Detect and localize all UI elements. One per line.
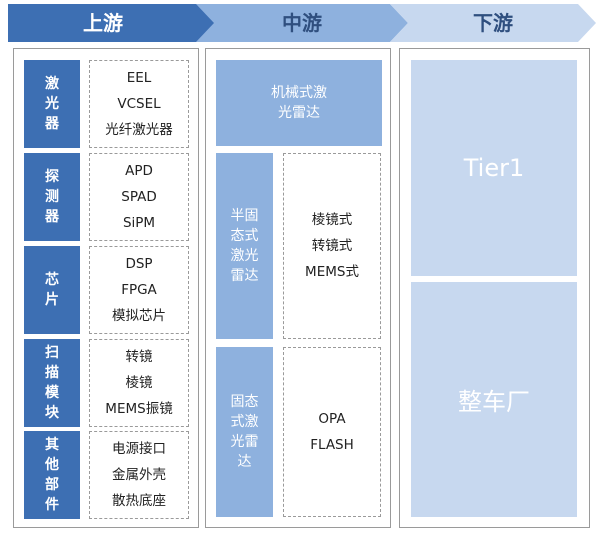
- tier1-box: Tier1: [411, 60, 577, 276]
- solid-item: FLASH: [310, 437, 354, 453]
- upstream-item: 模拟芯片: [112, 308, 166, 324]
- upstream-item: 棱镜: [125, 375, 153, 391]
- stage-upstream-label: 上游: [83, 11, 123, 35]
- solid-item: OPA: [318, 411, 346, 427]
- stage-downstream-arrow: 下游: [390, 4, 596, 42]
- upstream-item: VCSEL: [117, 96, 161, 112]
- midstream-column: [205, 48, 391, 528]
- semi-solid-lidar-box: 半固态式激光雷达: [216, 153, 273, 339]
- mechanical-lidar-box: 机械式激光雷达: [216, 60, 382, 146]
- upstream-item: SPAD: [121, 189, 157, 205]
- oem-box: 整车厂: [411, 282, 577, 517]
- oem-label: 整车厂: [458, 388, 530, 416]
- semi-solid-lidar-items: 棱镜式 转镜式 MEMS式: [283, 153, 381, 339]
- stage-midstream-arrow: 中游: [196, 4, 408, 42]
- upstream-item: FPGA: [121, 282, 157, 298]
- upstream-item: 转镜: [125, 349, 153, 365]
- upstream-category: 探测器: [24, 153, 80, 241]
- upstream-category: 其他部件: [24, 431, 80, 519]
- upstream-item: 电源接口: [112, 441, 166, 457]
- stage-midstream-label: 中游: [282, 11, 322, 35]
- upstream-items: EEL VCSEL 光纤激光器: [89, 60, 189, 148]
- semi-solid-item: MEMS式: [305, 264, 359, 280]
- upstream-item: EEL: [126, 70, 152, 86]
- stage-upstream-arrow: 上游: [8, 4, 216, 42]
- mechanical-lidar-label: 机械式激光雷达: [271, 85, 327, 121]
- solid-lidar-items: OPA FLASH: [283, 347, 381, 517]
- stage-downstream-label: 下游: [473, 11, 513, 35]
- upstream-items: 电源接口 金属外壳 散热底座: [89, 431, 189, 519]
- upstream-category: 扫描模块: [24, 339, 80, 427]
- upstream-item: SiPM: [122, 215, 156, 231]
- solid-lidar-box: 固态式激光雷达: [216, 347, 273, 517]
- upstream-category: 激光器: [24, 60, 80, 148]
- semi-solid-lidar-label: 半固态式激光雷达: [230, 208, 259, 284]
- upstream-items: 转镜 棱镜 MEMS振镜: [89, 339, 189, 427]
- upstream-item: DSP: [125, 256, 153, 272]
- upstream-items: APD SPAD SiPM: [89, 153, 189, 241]
- upstream-items: DSP FPGA 模拟芯片: [89, 246, 189, 334]
- tier1-label: Tier1: [463, 154, 525, 182]
- upstream-item: APD: [125, 163, 153, 179]
- upstream-item: MEMS振镜: [105, 401, 173, 417]
- upstream-item: 金属外壳: [112, 467, 166, 483]
- semi-solid-item: 棱镜式: [311, 212, 353, 228]
- upstream-category: 芯片: [24, 246, 80, 334]
- upstream-item: 散热底座: [112, 493, 166, 509]
- solid-lidar-label: 固态式激光雷达: [230, 394, 259, 470]
- downstream-column: [399, 48, 590, 528]
- upstream-item: 光纤激光器: [105, 122, 173, 138]
- upstream-column: [13, 48, 199, 528]
- semi-solid-item: 转镜式: [311, 238, 353, 254]
